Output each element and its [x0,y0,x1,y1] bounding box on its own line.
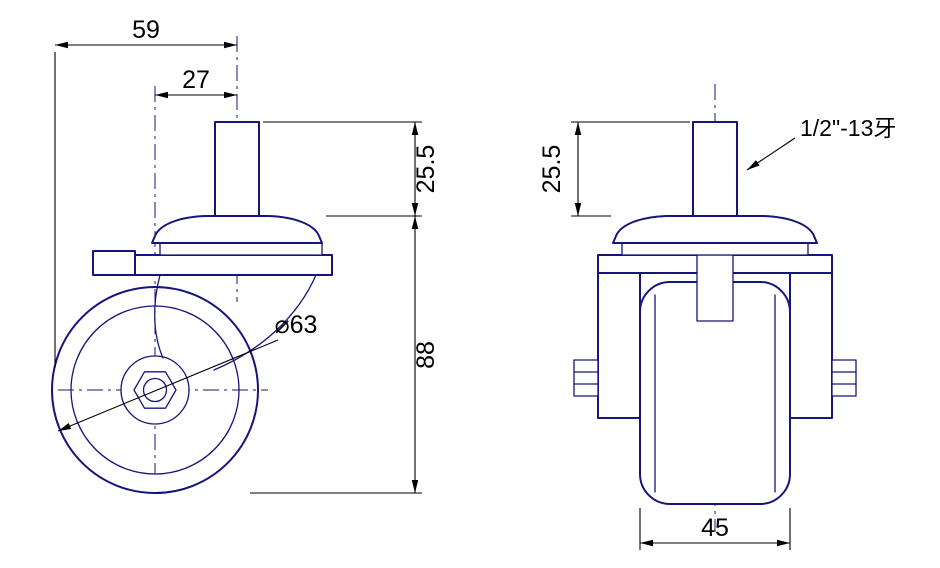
hub-circle [120,355,190,425]
fork-top-plate [134,254,333,276]
dim-swivel-offset: 27 [155,66,237,99]
dim-stem-height-front: 25.5 [538,121,690,217]
wheel-diameter-leader: ⌀63 [57,311,318,432]
fork-rear-edge [213,274,317,371]
dim-59-text: 59 [132,16,160,44]
axle-nut-hex [133,371,177,409]
axle-nut-left [573,359,599,397]
thread-spec-leader: 1/2"-13牙 [746,115,896,171]
dim-27-text: 27 [182,66,210,94]
dim-88-text: 88 [412,341,440,369]
dim-25-5-front-text: 25.5 [538,145,566,194]
axle-nut-right [831,359,857,397]
swivel-fork-side [92,250,333,371]
fork-leg-right [789,272,833,419]
dim-total-offset: 59 [54,16,237,368]
stem-threads [692,121,738,217]
mounting-plate-dome-side [151,215,323,244]
leader-line [746,137,796,171]
fork-front-edge [154,274,164,359]
fork-step-tab [92,250,136,276]
axle-hole [142,377,168,403]
side-view: 59 27 25.5 88 ⌀63 [51,16,440,494]
dim-45-text: 45 [701,514,729,542]
threaded-stem-front [692,121,738,217]
ball-bearing-race-front [621,242,809,256]
dim-wheel-width: 45 [639,508,791,550]
threaded-stem-side [214,121,260,217]
mounting-plate-dome-front [612,215,818,244]
wheel-outer-circle [51,286,259,494]
fork-leg-left [597,272,641,419]
ball-bearing-race-side [159,242,323,256]
dim-25-5-side-text: 25.5 [412,145,440,194]
leader-line [57,339,279,432]
front-view: 1/2"-13牙 25.5 45 [538,84,896,550]
dim-overall-height: 88 [250,216,440,494]
wheel-diameter-text: ⌀63 [275,311,318,339]
wheel-side [51,286,259,494]
stem-threads [214,121,260,217]
dim-stem-height-side: 25.5 [263,121,440,217]
thread-spec-text: 1/2"-13牙 [800,115,896,141]
kingpin-threads [696,254,734,322]
